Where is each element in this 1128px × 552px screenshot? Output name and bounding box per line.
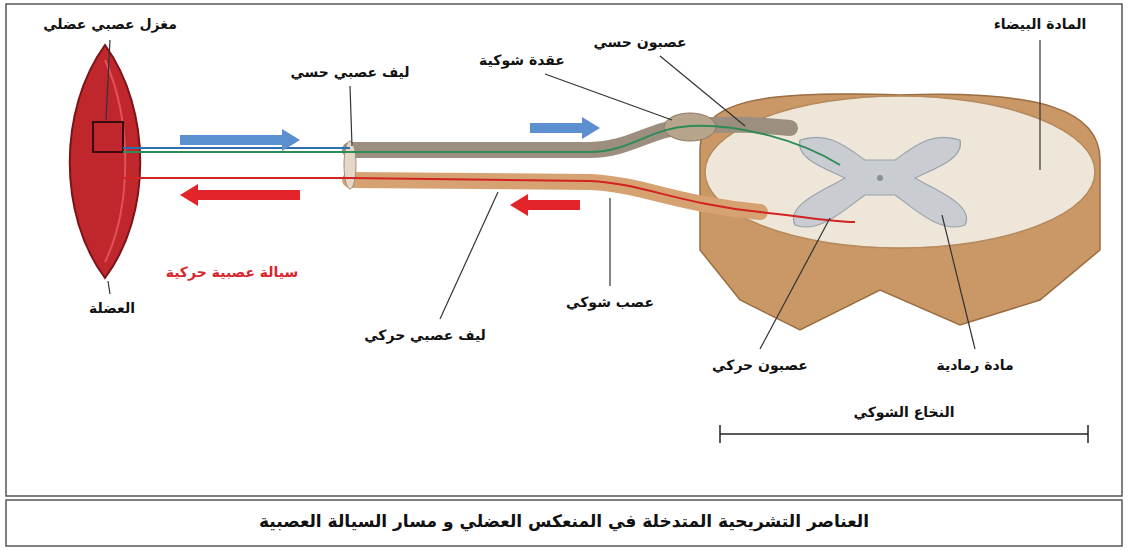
leader-line xyxy=(760,218,830,349)
motor-impulse-arrow xyxy=(510,194,580,216)
leader-line xyxy=(660,56,745,126)
caption-band xyxy=(6,500,1122,546)
muscle xyxy=(70,45,141,278)
motor-impulse-arrow xyxy=(180,184,300,206)
leader-line xyxy=(106,40,110,120)
part-label: ليف عصبي حسي xyxy=(286,62,413,82)
sensory-impulse-arrow xyxy=(180,129,300,151)
part-label: عصبون حسي xyxy=(589,32,690,52)
central-canal xyxy=(877,175,883,181)
leader-line xyxy=(440,192,498,319)
gray-matter xyxy=(793,137,966,227)
part-label: العضلة xyxy=(85,298,139,318)
leader-line xyxy=(942,215,975,349)
leader-line xyxy=(609,198,610,286)
leader-line xyxy=(350,86,352,146)
part-label: المادة البيضاء xyxy=(990,14,1091,34)
figure-caption: العناصر التشريحية المتدخلة في المنعكس ال… xyxy=(8,510,1120,532)
part-label: ليف عصبي حركي xyxy=(360,325,490,345)
part-label: النخاع الشوكي xyxy=(850,402,959,422)
muscle-spindle xyxy=(93,122,123,152)
part-label: عصبون حركي xyxy=(708,355,812,375)
part-label: عصب شوكي xyxy=(562,292,658,312)
part-label: سيالة عصبية حركية xyxy=(162,262,303,282)
leader-line xyxy=(1039,40,1040,170)
sensory-fiber xyxy=(123,147,350,149)
sensory-neuron xyxy=(123,126,840,165)
part-label: مادة رمادية xyxy=(932,355,1017,375)
frame xyxy=(6,4,1122,496)
part-label: مغزل عصبي عضلي xyxy=(39,14,181,34)
bracket xyxy=(720,425,1088,443)
part-label: عقدة شوكية xyxy=(475,50,569,70)
motor-neuron xyxy=(123,178,855,222)
leader-line xyxy=(108,281,110,294)
leader-line xyxy=(545,74,672,120)
sensory-impulse-arrow xyxy=(530,117,600,139)
